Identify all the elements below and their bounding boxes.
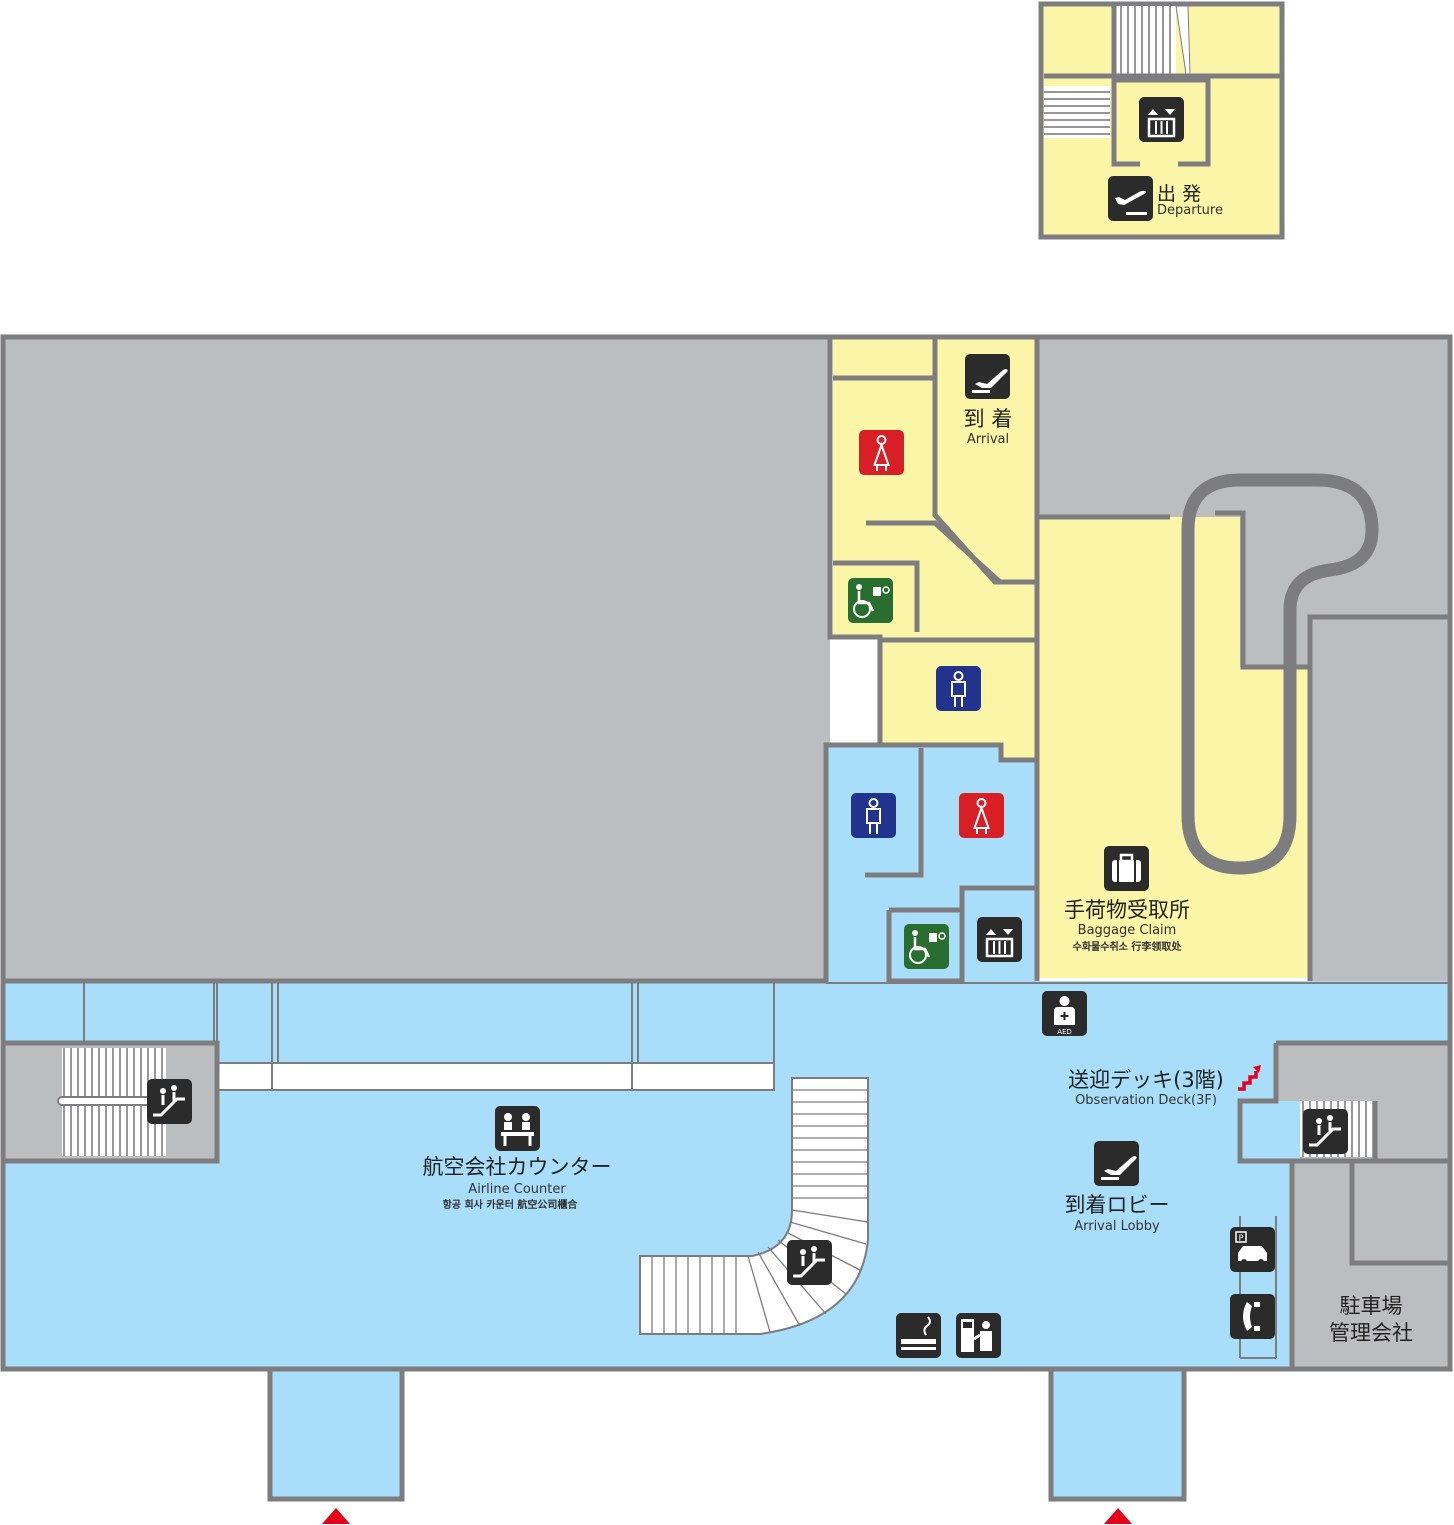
telephone-icon (1230, 1294, 1275, 1339)
men-restroom-icon (851, 793, 896, 838)
counter-strip (216, 1062, 775, 1091)
baggage-carousel (1181, 473, 1379, 875)
escalator-icon (787, 1240, 832, 1285)
deck-label-jp: 送迎デッキ(3階) (1068, 1068, 1224, 1092)
arrival-plane-icon (965, 354, 1010, 399)
closed-area-east (1310, 517, 1450, 981)
escalator-icon (147, 1079, 192, 1124)
ticket-machine-icon (956, 1313, 1001, 1358)
arrival-label-jp: 到 着 (964, 407, 1013, 431)
accessible-restroom-icon (848, 578, 893, 623)
entrance-arrow-icon (322, 1508, 350, 1524)
arrival-zone (833, 339, 1310, 978)
airline-label-en: Airline Counter (468, 1182, 566, 1197)
entrance-arrow-icon (1104, 1508, 1132, 1524)
escalator-icon (1303, 1109, 1348, 1154)
lobby-label-en: Arrival Lobby (1074, 1219, 1160, 1234)
men-restroom-icon (936, 666, 981, 711)
lobby-label-jp: 到着ロビー (1065, 1193, 1170, 1217)
smoking-area-icon (896, 1313, 941, 1358)
airline-counter-icon (495, 1106, 540, 1151)
parking-office-label-line2: 管理会社 (1329, 1321, 1413, 1345)
departure-plane-icon (1108, 176, 1153, 221)
departure-label-en: Departure (1157, 203, 1223, 218)
upper-floor-inset: 出 発 Departure (1038, 1, 1285, 240)
baggage-label-jp: 手荷物受取所 (1064, 898, 1190, 922)
upper-wall (1044, 6, 1280, 79)
entrance-vestibule-east (1051, 1369, 1184, 1499)
airline-label-ko-zh: 항공 회사 카운터 航空公司櫃合 (443, 1198, 579, 1211)
arrival-label-en: Arrival (967, 432, 1009, 447)
parking-office-label-line1: 駐車場 (1340, 1294, 1403, 1318)
baggage-label-ko-zh: 수화물수취소 行李领取处 (1073, 940, 1183, 953)
aed-icon: AED (1042, 991, 1087, 1036)
baggage-icon (1104, 846, 1149, 891)
elevator-icon (1139, 97, 1184, 142)
parking-car-icon: P (1230, 1227, 1275, 1272)
upper-stairs-vertical (1112, 6, 1176, 74)
svg-text:AED: AED (1057, 1028, 1072, 1036)
airline-label-jp: 航空会社カウンター (423, 1155, 612, 1179)
baggage-label-en: Baggage Claim (1078, 923, 1177, 938)
walls (0, 334, 1453, 1502)
accessible-restroom-icon (904, 924, 949, 969)
red-stairs-icon (1238, 1071, 1258, 1091)
deck-label-en: Observation Deck(3F) (1075, 1093, 1217, 1108)
upper-stairs-horizontal (1044, 86, 1110, 138)
departure-label-jp: 出 発 (1157, 183, 1201, 205)
closed-area-northeast (1039, 337, 1450, 517)
upper-elevator-shaft (1111, 77, 1211, 167)
entrance-vestibule-west (270, 1369, 402, 1499)
women-restroom-icon (959, 793, 1004, 838)
women-restroom-icon (859, 430, 904, 475)
svg-text:P: P (1239, 1234, 1244, 1243)
closed-area-west (3, 337, 830, 981)
elevator-icon (977, 917, 1022, 962)
arrival-plane-icon (1094, 1141, 1139, 1186)
